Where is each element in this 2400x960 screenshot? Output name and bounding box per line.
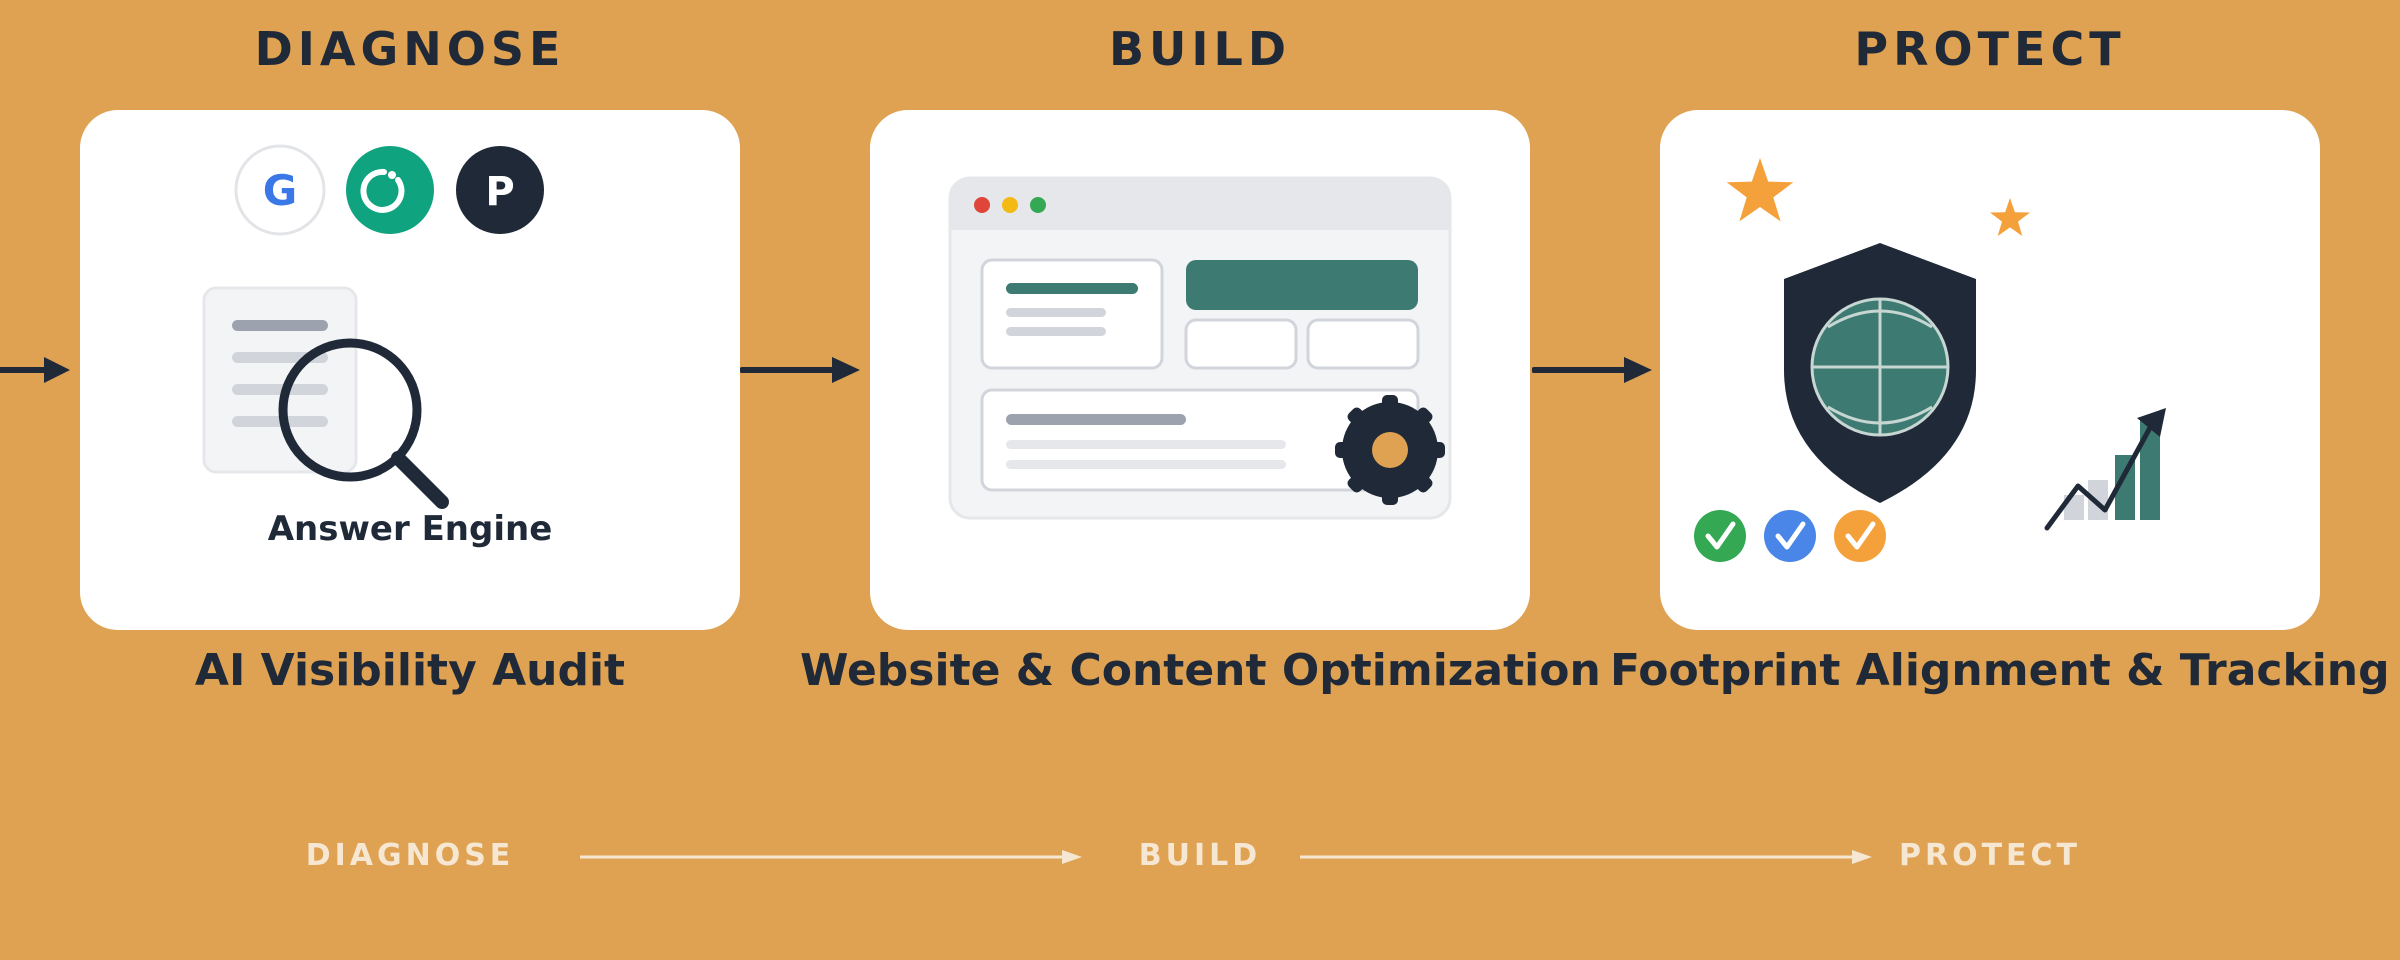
window-maximize-dot	[1030, 197, 1046, 213]
flow-label-protect: PROTECT	[1898, 838, 2082, 873]
entry-arrow	[0, 357, 70, 383]
trend-chart-icon	[2044, 408, 2166, 531]
caption-build: Website & Content Optimization	[800, 645, 1601, 696]
gear-icon	[1335, 395, 1445, 505]
stage-title-build: BUILD	[1108, 22, 1292, 76]
protect-illustration	[1694, 158, 2166, 562]
caption-diagnose: AI Visibility Audit	[194, 645, 626, 696]
flow-label-diagnose: DIAGNOSE	[305, 838, 515, 873]
window-minimize-dot	[1002, 197, 1018, 213]
arrow-build-to-protect	[1532, 357, 1652, 383]
browser-window-icon	[948, 176, 1452, 520]
star-icon-small	[1990, 198, 2030, 236]
check-icon-green	[1694, 510, 1746, 562]
diagnose-card: G P Answer Engine	[80, 110, 740, 630]
google-icon-letter: G	[263, 166, 297, 215]
caption-protect: Footprint Alignment & Tracking	[1610, 645, 2390, 696]
openai-icon	[346, 146, 434, 234]
magnifier-icon	[278, 338, 449, 509]
perplexity-icon-letter: P	[485, 169, 514, 215]
star-icon	[1726, 158, 1794, 222]
arrow-diagnose-to-build	[740, 357, 860, 383]
document-icon	[202, 286, 358, 474]
check-icon-orange	[1834, 510, 1886, 562]
perplexity-icon: P	[456, 146, 544, 234]
stage-title-diagnose: DIAGNOSE	[254, 22, 566, 76]
build-card	[870, 110, 1530, 630]
diagnose-illustration: G P Answer Engine	[202, 144, 553, 549]
flow-arrow-2	[1300, 850, 1872, 864]
stage-title-protect: PROTECT	[1854, 22, 2126, 76]
build-illustration	[948, 176, 1452, 520]
flow-arrow-1	[580, 850, 1082, 864]
window-close-dot	[974, 197, 990, 213]
answer-engine-label: Answer Engine	[268, 509, 553, 549]
flow-label-build: BUILD	[1138, 838, 1262, 873]
shield-globe-icon	[1784, 243, 1976, 503]
check-icon-blue	[1764, 510, 1816, 562]
protect-card	[1660, 110, 2320, 630]
google-icon: G	[234, 144, 326, 236]
